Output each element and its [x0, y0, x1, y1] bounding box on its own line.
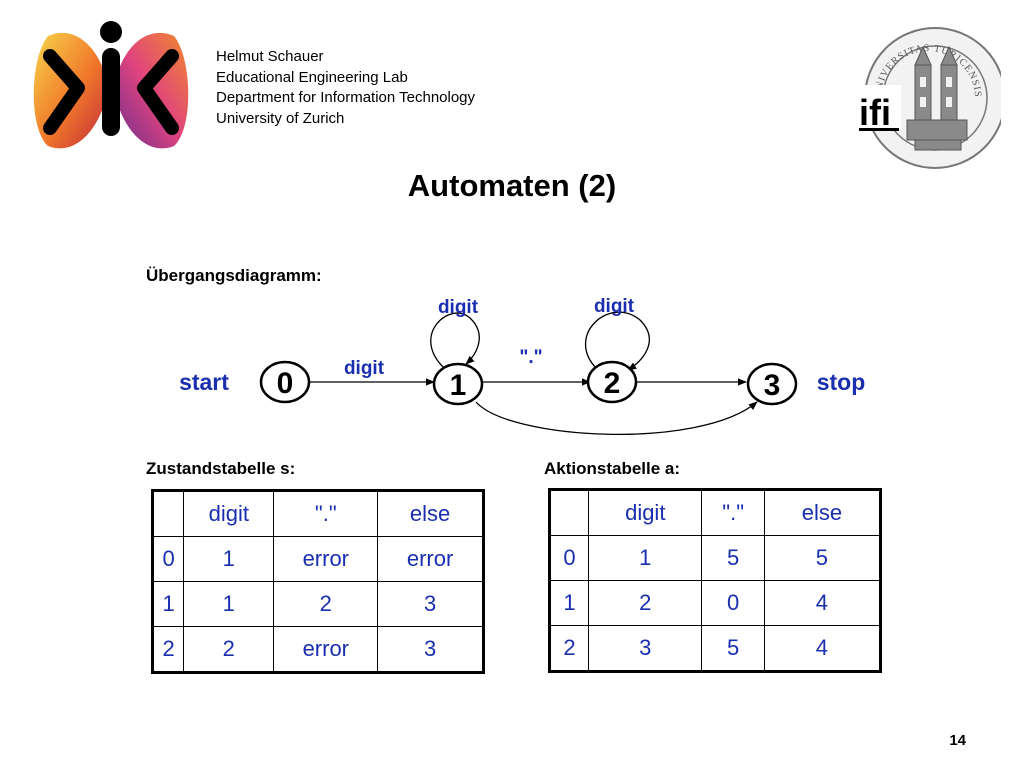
university-name: University of Zurich — [216, 109, 345, 127]
table-cell: error — [273, 626, 379, 673]
table-cell: else — [377, 490, 484, 537]
table-cell: 2 — [588, 580, 703, 626]
edge-1-2-label: "." — [519, 347, 542, 368]
table-cell: "." — [701, 489, 765, 536]
table-cell: digit — [183, 490, 275, 537]
table-cell: 1 — [183, 536, 275, 582]
stop-label: stop — [817, 369, 866, 395]
table-row: 0 1 5 5 — [548, 535, 882, 581]
table-cell: 4 — [763, 580, 882, 626]
action-table-label: Aktionstabelle a: — [544, 459, 681, 478]
table-row: 2 2 error 3 — [151, 626, 484, 673]
loop-1-label: digit — [438, 297, 479, 318]
table-cell: else — [763, 489, 882, 536]
table-cell: 2 — [273, 581, 379, 627]
state-3-label: 3 — [764, 369, 781, 402]
table-cell: 5 — [701, 625, 765, 672]
ik-logo — [33, 21, 189, 149]
author-name: Helmut Schauer — [216, 48, 324, 65]
table-cell: 2 — [151, 626, 185, 673]
start-label: start — [179, 369, 229, 395]
table-cell: 1 — [151, 581, 185, 627]
table-cell: 0 — [701, 580, 765, 626]
table-cell: 1 — [588, 535, 703, 581]
table-cell: 3 — [588, 625, 703, 672]
state-2-label: 2 — [604, 367, 621, 400]
table-cell: 2 — [183, 626, 275, 673]
state-0-label: 0 — [277, 367, 294, 400]
edge-0-1-label: digit — [344, 358, 385, 379]
state-1: 1 — [432, 362, 484, 406]
state-table: digit "." else 0 1 error error 1 1 2 3 2… — [151, 489, 485, 674]
table-cell — [151, 490, 185, 537]
table-cell: 5 — [763, 535, 882, 581]
loop-1 — [430, 312, 480, 369]
table-header-row: digit "." else — [548, 489, 882, 536]
state-3: 3 — [746, 362, 798, 406]
table-header-row: digit "." else — [151, 490, 484, 537]
table-cell — [548, 489, 590, 536]
table-cell: 1 — [548, 580, 590, 626]
table-row: 1 2 0 4 — [548, 580, 882, 626]
table-cell: 0 — [548, 535, 590, 581]
action-table: digit "." else 0 1 5 5 1 2 0 4 2 3 5 4 — [548, 488, 882, 673]
table-cell: error — [377, 536, 484, 582]
table-cell: "." — [273, 490, 379, 537]
lab-name: Educational Engineering Lab — [216, 68, 408, 86]
slide-title: Automaten (2) — [407, 168, 617, 203]
department-name: Department for Information Technology — [216, 89, 476, 106]
edge-1-3 — [475, 401, 758, 435]
table-cell: 3 — [377, 581, 484, 627]
author-info: Helmut Schauer Educational Engineering L… — [216, 47, 475, 129]
table-cell: digit — [588, 489, 703, 536]
table-row: 2 3 5 4 — [548, 625, 882, 672]
table-cell: 3 — [377, 626, 484, 673]
table-cell: 4 — [763, 625, 882, 672]
state-1-label: 1 — [450, 369, 467, 402]
diagram-label: Übergangsdiagramm: — [146, 266, 322, 285]
table-row: 0 1 error error — [151, 536, 484, 582]
table-cell: error — [273, 536, 379, 582]
table-cell: 0 — [151, 536, 185, 582]
ifi-logo-text: ifi — [859, 92, 891, 133]
table-cell: 1 — [183, 581, 275, 627]
loop-2 — [584, 311, 650, 371]
table-row: 1 1 2 3 — [151, 581, 484, 627]
page-number: 14 — [949, 732, 966, 749]
state-table-label: Zustandstabelle s: — [146, 459, 296, 478]
loop-2-label: digit — [594, 296, 635, 317]
table-cell: 5 — [701, 535, 765, 581]
university-seal-logo: UNIVERSITAS TURICENSIS ifi — [857, 27, 1001, 169]
state-2: 2 — [586, 360, 638, 404]
state-0: 0 — [259, 360, 311, 404]
table-cell: 2 — [548, 625, 590, 672]
